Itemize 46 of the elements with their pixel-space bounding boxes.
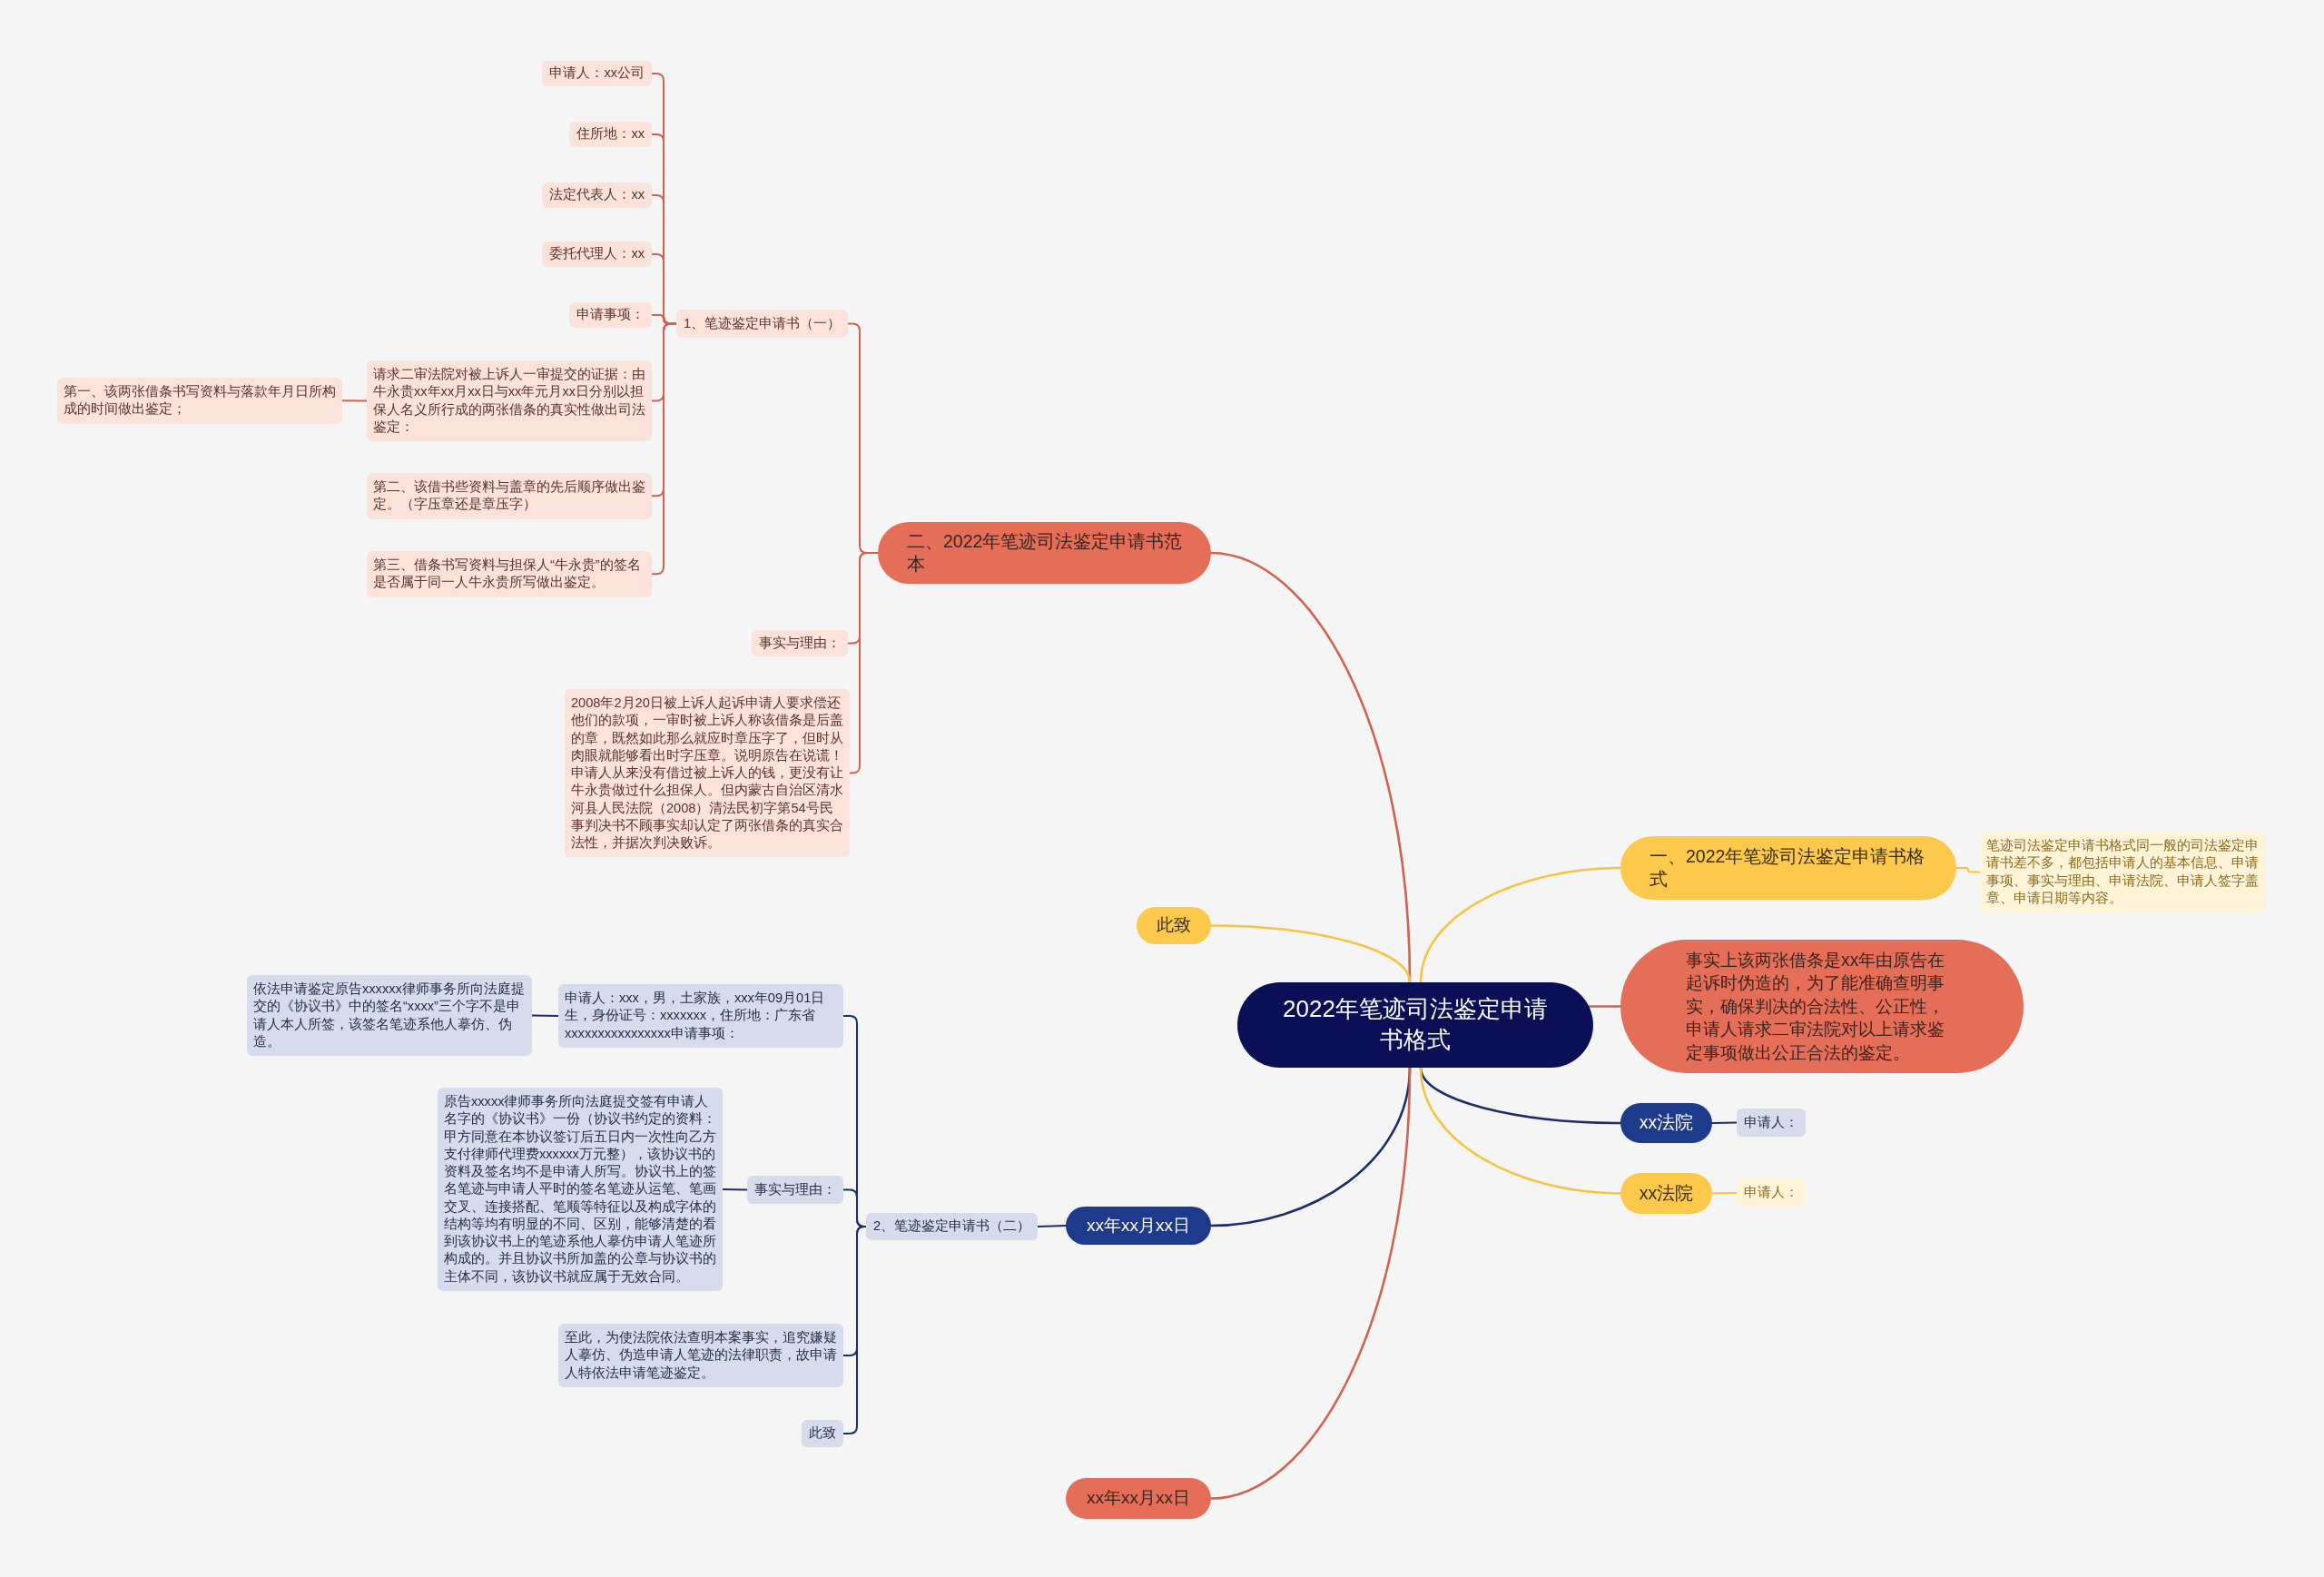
central-topic: 2022年笔迹司法鉴定申请书格式 [1237, 982, 1593, 1068]
note-box: 笔迹司法鉴定申请书格式同一般的司法鉴定申请书差不多，都包括申请人的基本信息、申请事项、事实与理由、申请法院、申请人签字盖章、申请日期等内容。 [1980, 832, 2265, 912]
topic-box: 2008年2月20日被上诉人起诉申请人要求偿还他们的款项，一审时被上诉人称该借条是后盖的章，既然如此那么就应时章压字了，但时从肉眼就能够看出时字压章。说明原告在说谎！申请人从来没有借过被上诉人的钱，更没有让牛永贵做过什么担保人。但内蒙古自治区清水河县人民法院（2008）清法民初字第54号民事判决书不顾事实却认定了两张借条的真实合法性，并据次判决败诉。 [565, 689, 850, 858]
topic-box: 法定代表人：xx [542, 182, 652, 208]
connector-line [1037, 1225, 1067, 1227]
topic-pill: 一、2022年笔迹司法鉴定申请书格式 [1620, 836, 1956, 900]
connector-line [1711, 1192, 1738, 1195]
connector-line [1419, 866, 1622, 984]
connector-line [651, 322, 677, 576]
topic-pill: 二、2022年笔迹司法鉴定申请书范本 [878, 522, 1211, 584]
topic-box: 申请事项： [569, 302, 652, 328]
topic-box: 请求二审法院对被上诉人一审提交的证据：由牛永贵xx年xx月xx日与xx年元月xx日分别以担保人名义所行成的两张借条的真实性做出司法鉴定： [367, 360, 652, 441]
topic-box: 住所地：xx [569, 122, 652, 147]
topic-box: 1、笔迹鉴定申请书（一） [675, 310, 848, 338]
note-box: 申请人： [1737, 1178, 1806, 1207]
topic-box: 第一、该两张借条书写资料与落款年月日所构成的时间做出鉴定； [57, 378, 342, 424]
topic-box: 申请人： [1737, 1109, 1806, 1137]
topic-pill: xx法院 [1620, 1103, 1712, 1143]
topic-box: 2、笔迹鉴定申请书（二） [865, 1213, 1038, 1240]
connector-line [1209, 1066, 1412, 1500]
connector-line [1955, 867, 1981, 873]
topic-box: 第三、借条书写资料与担保人“牛永贵”的签名是否属于同一人牛永贵所写做出鉴定。 [367, 551, 652, 597]
connector-line [1209, 924, 1412, 984]
connector-line [1711, 1121, 1738, 1124]
connector-line [722, 1188, 748, 1191]
connector-line [341, 399, 368, 402]
connector-line [842, 1226, 867, 1434]
connector-line [1587, 1005, 1622, 1008]
topic-box: 申请人：xxx，男，土家族，xxx年09月01日生，身份证号：xxxxxxx，住所地：广东省xxxxxxxxxxxxxxxx申请事项： [558, 984, 843, 1048]
connector-line [531, 1014, 559, 1017]
topic-box: 事实与理由： [752, 630, 848, 656]
topic-pill: 事实上该两张借条是xx年由原告在起诉时伪造的，为了能准确查明事实，确保判决的合法性、公正性，申请人请求二审法院对以上请求鉴定事项做出公正合法的鉴定。 [1620, 940, 2024, 1073]
connector-line [1419, 1066, 1622, 1195]
topic-box: 此致 [802, 1420, 843, 1447]
topic-pill: xx法院 [1620, 1173, 1712, 1214]
topic-box: 原告xxxxx律师事务所向法庭提交签有申请人名字的《协议书》一份（协议书约定的资料：甲方同意在本协议签订后五日内一次性向乙方支付律师代理费xxxxxx万元整），该协议书的资料及签名均不是申请人所写。协议书上的签名笔迹与申请人平时的签名笔迹从运笔、笔画交叉、连接搭配、笔顺等特征以及构成字体的结构等均有明显的不同、区别，能够清楚的看到该协议书上的笔迹系他人摹仿申请人笔迹所构成的。并且协议书所加盖的公章与协议书的主体不同，该协议书就应属于无效合同。 [438, 1088, 723, 1291]
topic-pill: xx年xx月xx日 [1066, 1478, 1211, 1519]
topic-box: 至此，为使法院依法查明本案事实，追究嫌疑人摹仿、伪造申请人笔迹的法律职责，故申请人特依法申请笔迹鉴定。 [558, 1324, 843, 1387]
connector-line [849, 552, 879, 774]
topic-box: 第二、该借书些资料与盖章的先后顺序做出鉴定。（字压章还是章压字） [367, 473, 652, 519]
topic-box: 申请人：xx公司 [542, 61, 652, 86]
topic-box: 事实与理由： [747, 1176, 843, 1204]
topic-pill: xx年xx月xx日 [1066, 1207, 1211, 1245]
topic-box: 委托代理人：xx [542, 241, 652, 267]
topic-pill: 此致 [1137, 907, 1211, 944]
topic-box: 依法申请鉴定原告xxxxxx律师事务所向法庭提交的《协议书》中的签名“xxxx”三个字不是申请人本人所签，该签名笔迹系他人摹仿、伪造。 [247, 975, 532, 1056]
